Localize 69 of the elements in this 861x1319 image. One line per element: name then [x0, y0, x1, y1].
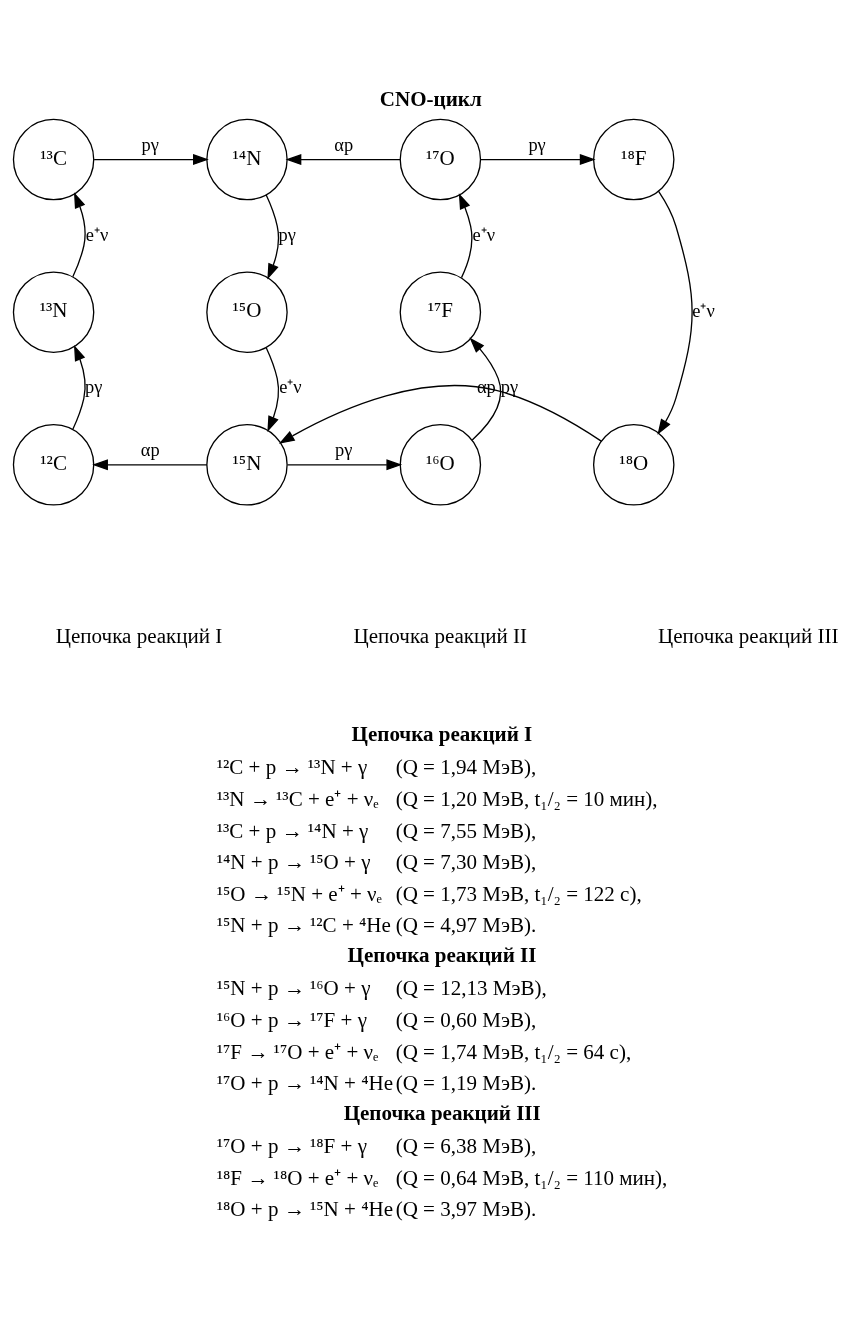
arrow [92, 459, 208, 471]
arrow [278, 384, 602, 444]
node-circle: ¹⁶O [399, 424, 482, 506]
label: ¹⁶O + p → ¹⁷F + γ [216, 1007, 367, 1032]
node-circle: ¹³C [12, 118, 95, 201]
edge-label: pγ [335, 439, 353, 460]
edge-label: αp [334, 134, 354, 155]
arrow [480, 154, 596, 166]
edge-label: e⁺ν [85, 224, 109, 245]
label: (Q = 7,30 МэВ), [395, 850, 537, 875]
arrow [93, 154, 209, 166]
diagram-title: CNO-цикл [379, 87, 482, 112]
label: Цепочка реакций III [657, 623, 839, 648]
label: (Q = 3,97 МэВ). [395, 1197, 537, 1222]
edge-label: e⁺ν [692, 301, 715, 322]
label: Цепочка реакций III [343, 1101, 541, 1126]
edge-label: pγ [85, 377, 103, 398]
label: Цепочка реакций II [353, 623, 528, 648]
label: (Q = 12,13 МэВ), [395, 976, 547, 1001]
label: ¹⁵O → ¹⁵N + e⁺ + νₑ [216, 881, 382, 906]
node-circle: ¹⁵N [206, 424, 288, 506]
arrow [458, 193, 473, 279]
label: ¹⁷F → ¹⁷O + e⁺ + νₑ [216, 1039, 379, 1064]
node-circle: ¹⁷O [399, 118, 482, 201]
label: (Q = 1,94 МэВ), [395, 755, 537, 780]
arrow [657, 190, 693, 435]
node-circle: ¹²C [12, 424, 95, 506]
arrow [72, 344, 86, 430]
label: (Q = 0,60 МэВ), [395, 1007, 537, 1032]
label: Цепочка реакций II [347, 943, 537, 968]
label: (Q = 6,38 МэВ), [395, 1134, 537, 1159]
edge-label: e⁺ν [279, 377, 302, 398]
arrow [265, 347, 280, 433]
label: ¹³C + p → ¹⁴N + γ [216, 818, 369, 843]
node-circle: ¹⁸O [592, 424, 675, 506]
label: (Q = 1,20 МэВ, t₁/₂ = 10 мин), [395, 786, 658, 811]
node-circle: ¹⁵O [206, 271, 288, 353]
label: ¹⁵N + p → ¹⁶O + γ [216, 976, 371, 1001]
label: (Q = 1,19 МэВ). [395, 1071, 537, 1096]
edge-label: pγ [528, 134, 546, 155]
edge-label: e⁺ν [472, 224, 496, 245]
label: ¹³N → ¹³C + e⁺ + νₑ [216, 786, 379, 811]
arrow [286, 459, 403, 471]
label: ¹²C + p → ¹³N + γ [216, 755, 368, 780]
arrow [469, 337, 502, 441]
label: ¹⁷O + p → ¹⁸F + γ [216, 1134, 367, 1159]
label: (Q = 1,73 МэВ, t₁/₂ = 122 с), [395, 881, 642, 906]
label: ¹⁷O + p → ¹⁴N + ⁴He [216, 1071, 394, 1096]
label: Цепочка реакций I [351, 722, 533, 747]
edge-label: pγ [500, 377, 519, 398]
label: ¹⁸O + p → ¹⁵N + ⁴He [216, 1197, 394, 1222]
edge-label: pγ [141, 134, 159, 155]
node-circle: ¹⁴N [206, 118, 288, 201]
edge-label: pγ [278, 224, 296, 245]
label: ¹⁴N + p → ¹⁵O + γ [216, 850, 371, 875]
label: (Q = 4,97 МэВ). [395, 913, 537, 938]
node-circle: ¹³N [12, 271, 95, 353]
arrow [265, 194, 280, 280]
arrow [285, 154, 401, 166]
label: (Q = 7,55 МэВ), [395, 818, 537, 843]
label: (Q = 1,74 МэВ, t₁/₂ = 64 с), [395, 1039, 632, 1064]
node-circle: ¹⁸F [592, 118, 675, 201]
label: ¹⁸F → ¹⁸O + e⁺ + νₑ [216, 1165, 379, 1190]
node-circle: ¹⁷F [399, 271, 482, 353]
label: Цепочка реакций I [55, 623, 223, 648]
edge-label: αp [140, 439, 160, 460]
arrow [72, 192, 86, 278]
label: ¹⁵N + p → ¹²C + ⁴He [216, 913, 391, 938]
label: (Q = 0,64 МэВ, t₁/₂ = 110 мин), [395, 1165, 668, 1190]
